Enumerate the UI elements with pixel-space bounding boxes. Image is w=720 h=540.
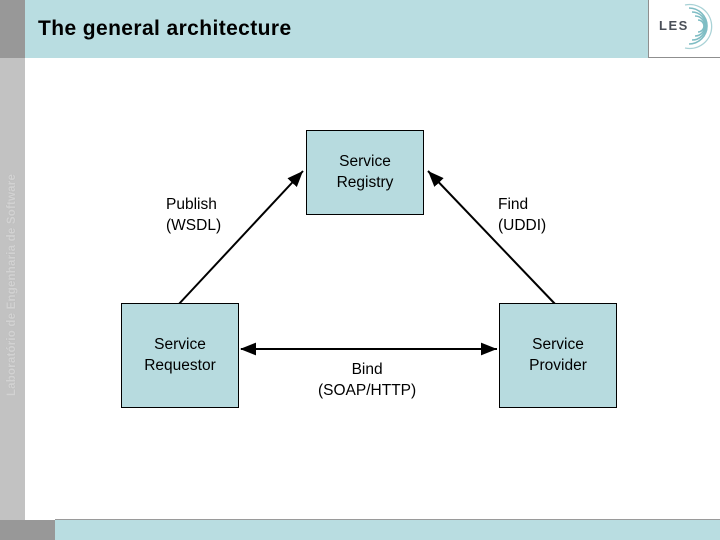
edge-label-find-line2: (UDDI): [498, 216, 547, 234]
edge-label-bind-line2: (SOAP/HTTP): [318, 381, 417, 399]
diagram-area: Service Registry Service Requestor Servi…: [0, 58, 720, 520]
edge-label-find-line1: Find: [498, 196, 529, 213]
title-bar: [25, 0, 648, 58]
node-service-requestor[interactable]: Service Requestor: [121, 303, 239, 408]
edge-label-publish: Publish (WSDL): [166, 195, 221, 237]
edge-publish-arrow: [177, 170, 304, 306]
node-service-registry-line1: Service: [339, 152, 391, 170]
edge-find-arrow: [427, 170, 557, 306]
edge-label-bind: Bind (SOAP/HTTP): [318, 360, 416, 402]
sidebar-rail-body: [0, 58, 25, 520]
logo-panel: [649, 0, 720, 58]
sidebar-rail-footer: [0, 520, 55, 540]
swirl-arcs-icon: [684, 3, 713, 50]
node-service-requestor-line2: Requestor: [144, 356, 216, 374]
edge-label-bind-line1: Bind: [351, 361, 383, 378]
sidebar-rail-top: [0, 0, 25, 58]
node-service-provider-line2: Provider: [529, 356, 587, 374]
node-service-provider-line1: Service: [532, 335, 584, 353]
logo-text: LES: [659, 18, 689, 33]
node-service-requestor-line1: Service: [154, 335, 206, 353]
node-service-registry[interactable]: Service Registry: [306, 130, 424, 215]
logo-divider: [648, 0, 649, 58]
page-title: The general architecture: [38, 17, 292, 40]
diagram-edges: [177, 170, 557, 356]
node-service-registry-line2: Registry: [336, 173, 394, 191]
footer-band: [55, 520, 720, 540]
edge-label-publish-line1: Publish: [166, 196, 217, 213]
footer-rule: [55, 519, 720, 520]
edge-label-find: Find (UDDI): [498, 195, 546, 237]
node-service-provider[interactable]: Service Provider: [499, 303, 617, 408]
edge-label-publish-line2: (WSDL): [166, 216, 222, 234]
header-rule: [649, 57, 720, 58]
